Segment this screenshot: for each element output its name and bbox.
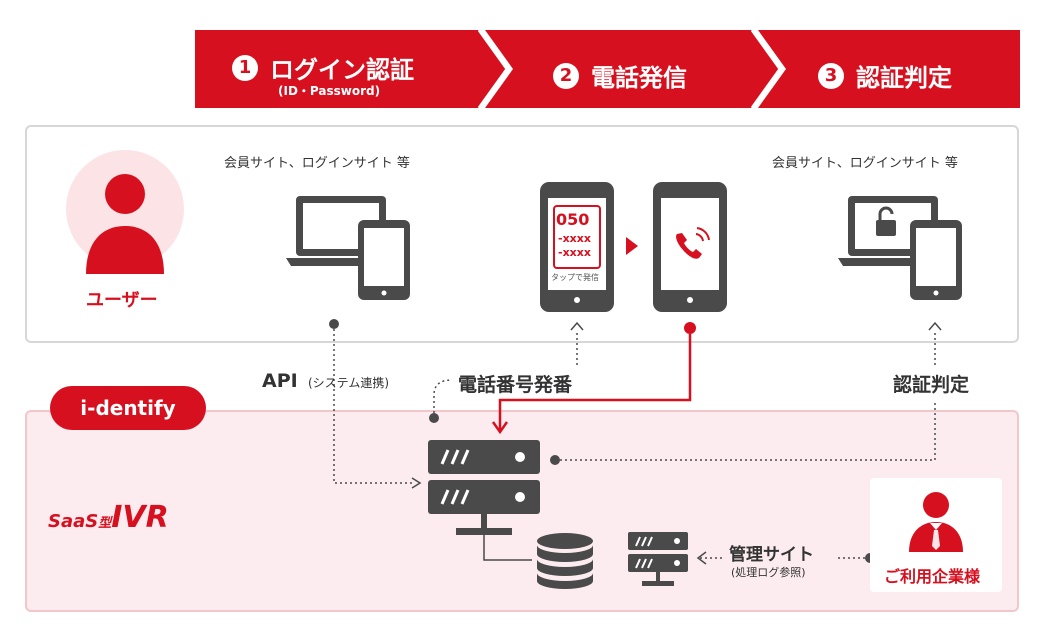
- step-1: 1 ログイン認証: [232, 50, 414, 85]
- step-3: 3 認証判定: [818, 58, 952, 93]
- phone-number-line-3: -xxxx: [558, 246, 591, 259]
- laptop-phone-icon: [286, 196, 410, 300]
- step-banner: [195, 30, 1020, 108]
- api-label: API: [262, 370, 298, 392]
- step-1-shape: [195, 30, 507, 108]
- step-3-number: 3: [818, 62, 844, 89]
- phone-calling-icon: [653, 182, 727, 312]
- admin-site-sublabel: (処理ログ参照): [731, 566, 806, 579]
- laptop-phone-lock-icon: [838, 196, 962, 300]
- brand-pill: i-dentify: [50, 386, 206, 430]
- user-avatar-icon: [66, 150, 184, 274]
- user-label: ユーザー: [86, 290, 158, 311]
- product-type: 型: [98, 516, 112, 531]
- corporate-user-icon: [909, 492, 963, 552]
- admin-site-label: 管理サイト: [729, 545, 814, 565]
- ivr-server-icon: [428, 440, 540, 535]
- database-icon: [537, 533, 593, 589]
- tap-to-call-label: タップで発信: [551, 273, 599, 282]
- product-prefix: SaaS: [48, 511, 99, 532]
- phone-number-display-icon: [540, 182, 614, 312]
- step-divider-1: [477, 30, 509, 108]
- step-1-title: ログイン認証: [270, 56, 414, 84]
- product-name: IVR: [111, 500, 169, 535]
- api-sublabel: (システム連携): [308, 376, 390, 390]
- verdict-label: 認証判定: [893, 374, 970, 396]
- play-arrow-icon: [626, 237, 638, 255]
- step-2: 2 電話発信: [553, 58, 687, 93]
- product-logo: SaaS型IVR: [48, 500, 169, 535]
- user-side-panel: [25, 125, 1019, 343]
- phone-number-issuance-label: 電話番号発番: [458, 374, 573, 396]
- step-3-title: 認証判定: [856, 64, 952, 92]
- step-3-shape: [758, 30, 1020, 108]
- step-2-shape: [485, 30, 780, 108]
- corporate-user-label: ご利用企業様: [884, 567, 981, 586]
- phone-number-line-2: -xxxx: [558, 232, 591, 245]
- site-caption-left: 会員サイト、ログインサイト 等: [224, 156, 410, 171]
- step-1-number: 1: [232, 54, 258, 81]
- step-1-subtitle: (ID・Password): [278, 84, 381, 98]
- phone-number-line-1: 050: [556, 210, 590, 229]
- step-divider-2: [750, 30, 782, 108]
- admin-server-icon: [628, 532, 688, 586]
- step-2-number: 2: [553, 62, 579, 89]
- step-2-title: 電話発信: [591, 64, 687, 92]
- site-caption-right: 会員サイト、ログインサイト 等: [772, 156, 958, 171]
